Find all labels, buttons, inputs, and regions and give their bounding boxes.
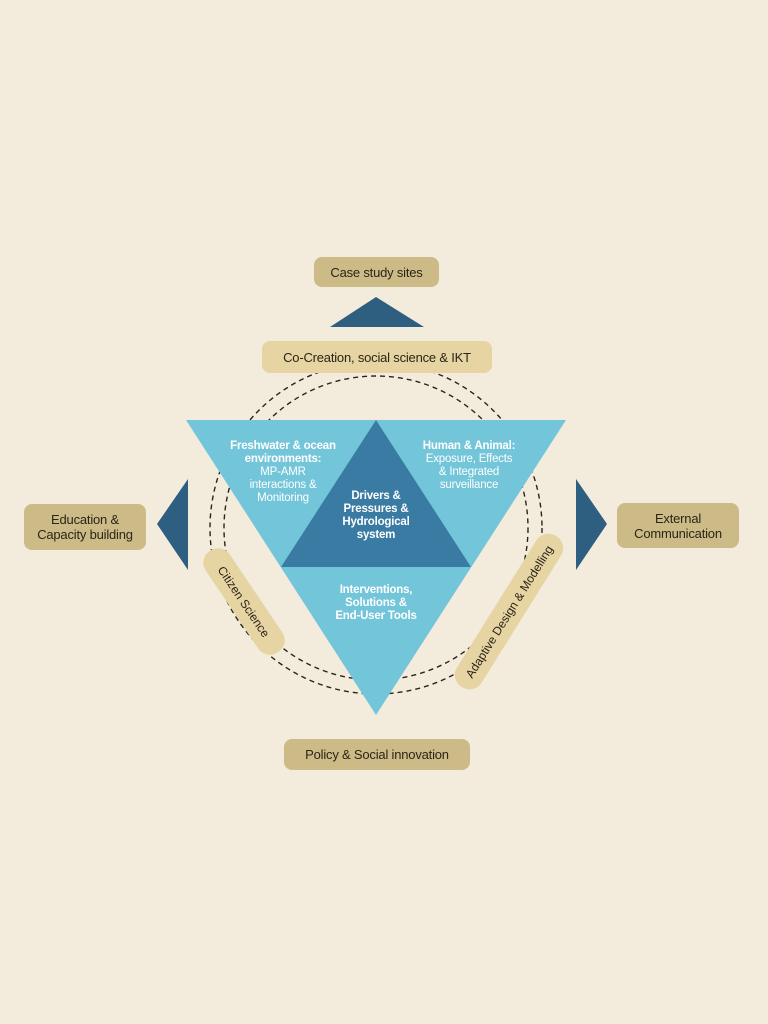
drivers-text: Drivers & Pressures & Hydrological syste…: [326, 490, 426, 542]
human-animal-line2: Exposure, Effects: [425, 453, 513, 465]
interventions-line1: Interventions,: [339, 584, 413, 596]
drivers-line1: Drivers &: [351, 490, 401, 502]
arrow-right-icon: [576, 479, 607, 570]
cocreation-text: Co-Creation, social science & IKT: [283, 349, 471, 365]
cocreation-label: Co-Creation, social science & IKT: [262, 341, 492, 373]
arrow-left-icon: [157, 479, 188, 570]
freshwater-line2: environments:: [244, 453, 322, 465]
drivers-line3: Hydrological: [342, 516, 410, 528]
main-inverted-triangle: [186, 420, 566, 715]
human-animal-line4: surveillance: [439, 479, 499, 491]
outer-dashed-circle: [209, 361, 543, 695]
arrow-up-icon: [330, 297, 424, 327]
freshwater-line3: MP-AMR: [260, 466, 306, 478]
external-communication-label: External Communication: [617, 503, 739, 548]
human-animal-text: Human & Animal: Exposure, Effects & Inte…: [410, 440, 528, 492]
policy-label: Policy & Social innovation: [284, 739, 470, 770]
external-text-line2: Communication: [634, 525, 722, 541]
education-label: Education & Capacity building: [24, 504, 146, 550]
drivers-line4: system: [356, 529, 396, 541]
interventions-text: Interventions, Solutions & End-User Tool…: [316, 584, 436, 623]
center-triangle: [281, 420, 471, 567]
human-animal-line3: & Integrated: [438, 466, 500, 478]
freshwater-line1: Freshwater & ocean: [230, 440, 336, 452]
case-study-sites-text: Case study sites: [330, 264, 423, 280]
freshwater-text: Freshwater & ocean environments: MP-AMR …: [222, 440, 344, 505]
policy-text: Policy & Social innovation: [305, 747, 449, 762]
interventions-line2: Solutions &: [345, 597, 407, 609]
freshwater-line4: interactions &: [249, 479, 317, 491]
drivers-line2: Pressures &: [343, 503, 409, 515]
external-text-line1: External: [654, 510, 702, 526]
education-text-line1: Education &: [51, 512, 119, 527]
case-study-sites-label: Case study sites: [314, 257, 439, 287]
education-text-line2: Capacity building: [37, 527, 133, 542]
freshwater-line5: Monitoring: [257, 492, 309, 504]
interventions-line3: End-User Tools: [335, 610, 417, 622]
human-animal-line1: Human & Animal:: [422, 440, 516, 452]
